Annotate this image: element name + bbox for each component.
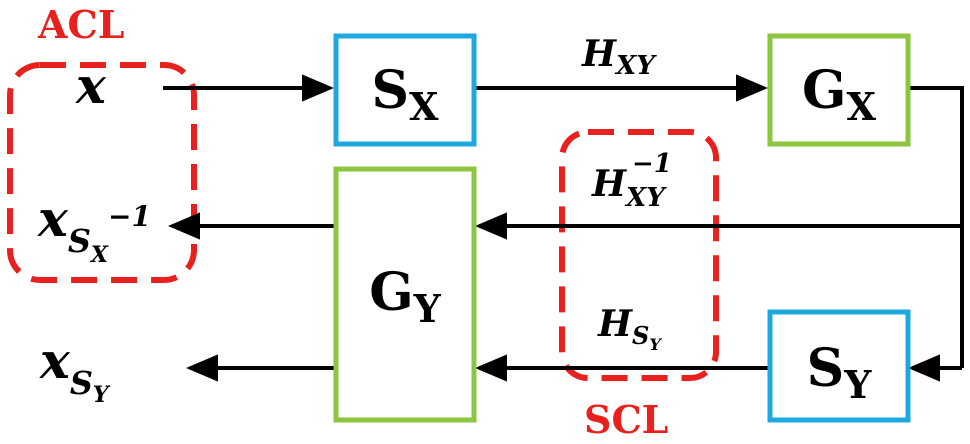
signal-x-sy: xSY [39,331,111,408]
svg-text:SX: SX [371,60,439,129]
edge-label-h-sy-subsub: Y [649,335,662,354]
edge-label-h-sy-sub: S [632,321,649,350]
edge-label-h-sy-main: H [597,303,633,345]
svg-text:SY: SY [807,338,873,407]
block-gx-sub: X [846,84,876,129]
block-gy: GY [333,166,477,423]
signal-x-sx-inverse-main: x [37,189,69,248]
edge-label-h-xy-inverse-sub: XY [624,183,667,213]
block-gx: GX [767,33,911,147]
signal-x-sy-sub: S [70,364,93,402]
block-gx-main: G [802,60,846,121]
scl-label: SCL [584,397,668,442]
signal-x-sy-subsub: Y [93,382,111,408]
block-sy-main: S [807,338,845,399]
edge-label-h-xy-inverse-main: H [591,163,627,205]
signal-x: x [75,56,107,115]
feedback-line-gx [908,86,964,368]
scl-group-border [559,129,719,381]
block-gy-sub: Y [413,286,442,331]
block-sy-sub: Y [843,362,872,407]
signal-x-sx-inverse: xSX −1 [37,189,151,268]
edge-label-h-xy-sub: XY [614,51,657,81]
block-sy: SY [767,309,911,423]
acl-label: ACL [37,2,124,47]
block-sx-main: S [371,60,409,121]
edge-label-h-xy: HXY [581,33,657,81]
signal-x-sx-inverse-subsub: X [89,242,109,268]
signal-x-sx-inverse-sup: −1 [108,200,151,233]
signal-x-sx-inverse-sub: S [68,222,91,260]
block-sx-sub: X [409,84,439,129]
svg-text:GX: GX [802,60,876,129]
block-sx: SX [333,33,477,147]
signal-x-sy-main: x [39,331,71,390]
edge-label-h-xy-main: H [581,33,617,75]
edge-label-h-xy-inverse: HXY −1 [591,149,672,213]
edge-label-h-sy: HSY [597,303,662,354]
acl-group-border [7,62,197,283]
edge-label-h-xy-inverse-sup: −1 [632,149,672,179]
block-gy-main: G [369,262,413,323]
svg-text:GY: GY [369,262,441,331]
